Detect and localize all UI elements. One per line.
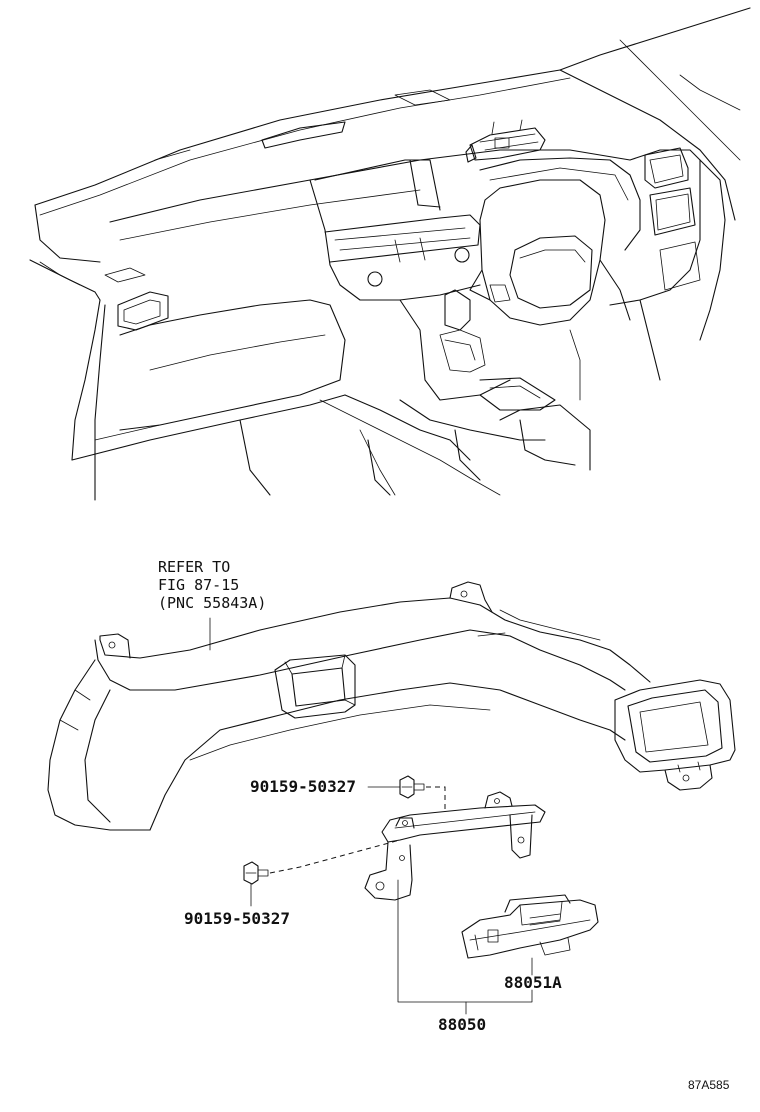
refer-note-line3: (PNC 55843A) <box>158 594 267 612</box>
refer-note: REFER TO FIG 87-15 (PNC 55843A) <box>158 558 266 612</box>
leader-assembly <box>397 879 533 1003</box>
callout-part-unit: 88051A <box>504 973 562 992</box>
dashboard-overview <box>29 7 751 501</box>
install-line-lower <box>269 839 401 874</box>
callout-bolt-upper: 90159-50327 <box>250 777 356 796</box>
refer-note-line1: REFER TO <box>158 558 231 576</box>
figure-code: 87A585 <box>688 1078 730 1092</box>
install-line-upper <box>426 786 446 812</box>
callout-bolt-lower: 90159-50327 <box>184 909 290 928</box>
bolt-upper <box>399 775 425 799</box>
bracket-drawing <box>364 791 546 901</box>
bolt-lower <box>243 861 269 885</box>
callout-part-assembly: 88050 <box>438 1015 487 1034</box>
refer-note-line2: FIG 87-15 <box>158 576 240 594</box>
air-duct-drawing <box>47 581 736 831</box>
unit-drawing <box>461 894 599 959</box>
